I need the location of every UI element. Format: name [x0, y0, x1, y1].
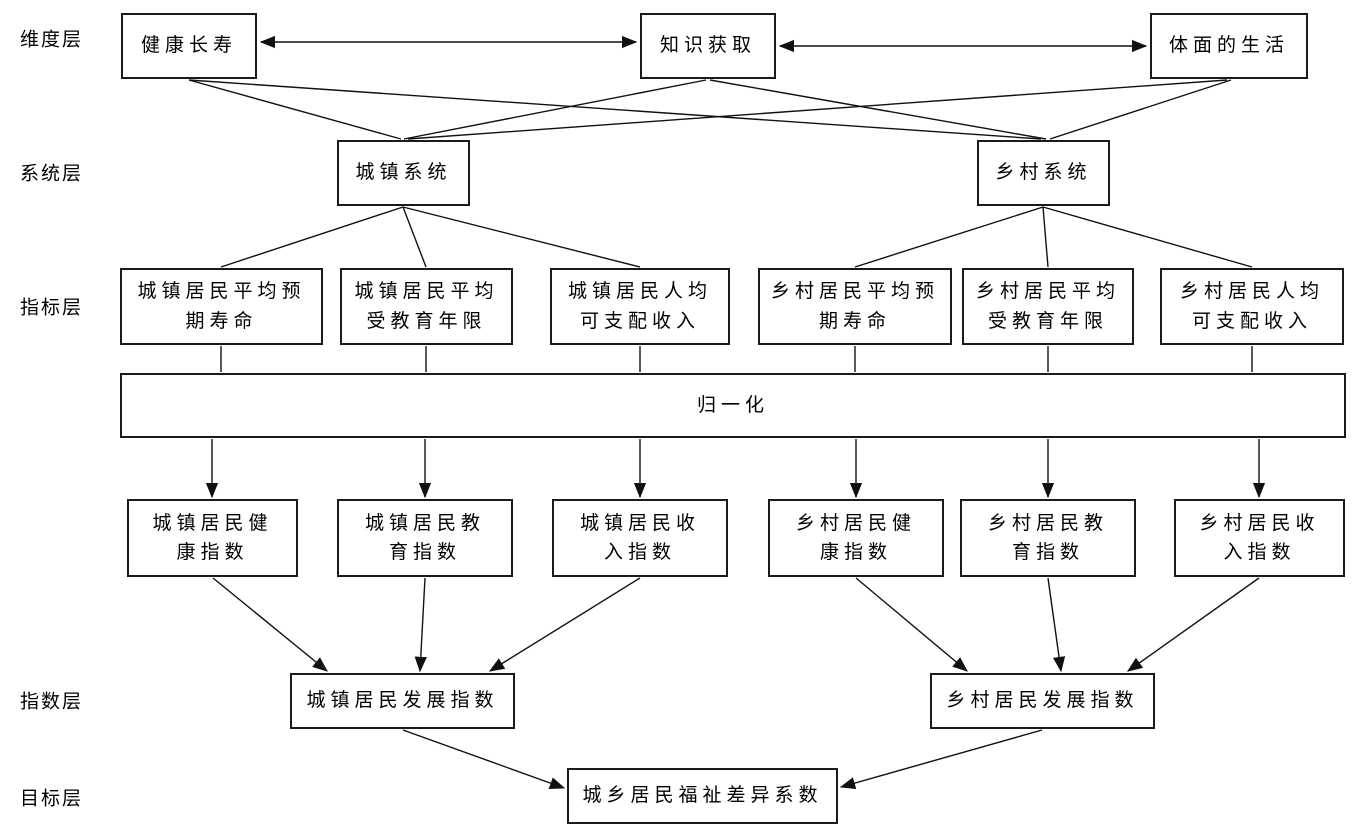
- node-rural-health-index: 乡村居民健康指数: [768, 499, 944, 577]
- arrow-line: [402, 729, 566, 789]
- link-line: [220, 206, 404, 268]
- link-line: [403, 79, 707, 140]
- node-label: 城镇居民收入指数: [579, 511, 700, 563]
- arrow-line: [1047, 577, 1066, 673]
- arrow-line: [1126, 577, 1260, 672]
- arrow-line: [414, 577, 427, 673]
- node-label: 城镇居民人均可支配收入: [567, 280, 712, 332]
- node-label: 乡村系统: [995, 161, 1092, 184]
- system-indicator-links: [220, 206, 1253, 268]
- link-line: [188, 79, 1042, 140]
- dimension-system-links: [188, 79, 1232, 140]
- layer-label-system: 系统层: [20, 162, 84, 185]
- layer-label-dimension: 维度层: [20, 28, 84, 51]
- node-rural-education-years: 乡村居民平均受教育年限: [962, 268, 1134, 345]
- node-label: 乡村居民健康指数: [795, 511, 916, 563]
- layer-label-index: 指数层: [20, 690, 84, 713]
- layer-label-goal: 目标层: [20, 787, 84, 810]
- dimension-double-arrows: [259, 35, 1148, 53]
- node-rural-life-expectancy: 乡村居民平均预期寿命: [758, 268, 952, 345]
- node-label: 体面的生活: [1168, 34, 1289, 57]
- link-line: [188, 79, 402, 140]
- arrow-line: [488, 577, 641, 672]
- node-label: 城镇居民健康指数: [152, 511, 273, 563]
- node-label: 乡村居民平均受教育年限: [975, 280, 1120, 332]
- link-line: [402, 206, 427, 268]
- link-line: [1042, 206, 1049, 268]
- development-goal-arrows: [402, 729, 1043, 790]
- node-label: 乡村居民人均可支配收入: [1179, 280, 1324, 332]
- node-label: 乡村居民教育指数: [987, 511, 1108, 563]
- node-knowledge-acquisition: 知识获取: [640, 13, 776, 79]
- arrow-line: [839, 729, 1043, 790]
- node-urban-health-index: 城镇居民健康指数: [127, 499, 298, 577]
- link-line: [1042, 206, 1253, 268]
- node-rural-education-index: 乡村居民教育指数: [960, 499, 1136, 577]
- node-urban-education-years: 城镇居民平均受教育年限: [340, 268, 513, 345]
- node-urban-education-index: 城镇居民教育指数: [337, 499, 513, 577]
- node-label: 健康长寿: [140, 34, 237, 57]
- link-line: [402, 206, 641, 268]
- node-urban-life-expectancy: 城镇居民平均预期寿命: [120, 268, 323, 345]
- node-urban-income-index: 城镇居民收入指数: [552, 499, 728, 577]
- node-welfare-gap-coefficient: 城乡居民福祉差异系数: [567, 768, 838, 824]
- node-rural-system: 乡村系统: [977, 140, 1110, 206]
- node-normalization: 归一化: [120, 373, 1346, 438]
- node-urban-system: 城镇系统: [337, 140, 470, 206]
- arrow-line: [855, 577, 968, 672]
- node-label: 城镇居民平均受教育年限: [354, 280, 499, 332]
- node-label: 乡村居民收入指数: [1199, 511, 1320, 563]
- link-line: [709, 79, 1047, 140]
- node-urban-disposable-income: 城镇居民人均可支配收入: [550, 268, 730, 345]
- node-label: 城镇居民发展指数: [306, 689, 499, 712]
- node-label: 城镇居民教育指数: [364, 511, 485, 563]
- node-label: 乡村居民平均预期寿命: [770, 280, 939, 332]
- layer-label-indicator: 指标层: [20, 296, 84, 319]
- index-development-arrows: [212, 577, 1260, 673]
- node-urban-development-index: 城镇居民发展指数: [290, 673, 515, 729]
- link-line: [1049, 79, 1232, 140]
- node-label: 城镇居民平均预期寿命: [137, 280, 306, 332]
- node-label: 乡村居民发展指数: [946, 689, 1139, 712]
- node-label: 知识获取: [659, 34, 756, 57]
- indicator-normalization-links: [220, 346, 1253, 372]
- node-label: 城乡居民福祉差异系数: [582, 784, 823, 807]
- link-line: [407, 79, 1228, 140]
- node-rural-development-index: 乡村居民发展指数: [930, 673, 1155, 729]
- normalization-index-arrows: [205, 439, 1266, 499]
- node-healthy-longevity: 健康长寿: [121, 13, 257, 79]
- node-label: 城镇系统: [355, 161, 452, 184]
- node-label: 归一化: [696, 393, 769, 416]
- arrow-line: [212, 577, 328, 672]
- node-rural-disposable-income: 乡村居民人均可支配收入: [1160, 268, 1344, 345]
- node-decent-life: 体面的生活: [1150, 13, 1308, 79]
- link-line: [854, 206, 1044, 268]
- node-rural-income-index: 乡村居民收入指数: [1174, 499, 1345, 577]
